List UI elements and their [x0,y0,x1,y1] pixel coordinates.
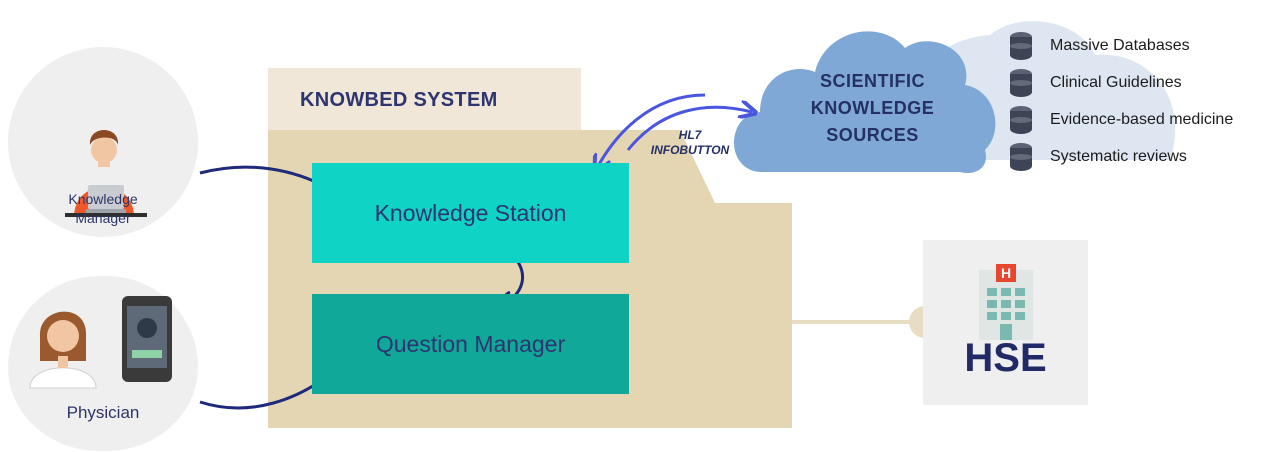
hl7-label-line1: HL7 [678,128,702,142]
hospital-badge: H [1001,265,1011,281]
source-label: Massive Databases [1050,36,1190,54]
list-item: Massive Databases [1008,27,1233,64]
arrow-sources-to-station [597,93,706,168]
smartphone-icon [122,296,172,382]
hl7-infobutton-label: HL7 INFOBUTTON [637,128,743,158]
user-laptop-icon [65,130,147,217]
doctor-icon [29,311,97,389]
system-title: KNOWBED SYSTEM [300,89,498,111]
knowledge-manager-label: Knowledge Manager [8,190,198,228]
sources-title-line1: SCIENTIFIC [819,71,925,91]
hospital-icon: H [979,264,1033,340]
sources-title-line3: SOURCES [826,125,919,145]
question-manager-box: Question Manager [312,294,629,394]
database-icon [1010,143,1032,171]
database-icon [1010,106,1032,134]
physician-avatar: Physician [8,276,198,451]
knowledge-station-box: Knowledge Station [312,163,629,263]
arrow-station-to-sources [626,107,752,151]
hl7-label-line2: INFOBUTTON [650,143,730,157]
hospital-label: HSE [964,336,1047,380]
list-item: Evidence-based medicine [1008,101,1233,138]
knowledge-manager-label-line2: Manager [75,210,131,226]
knowledge-manager-label-line1: Knowledge [68,191,138,207]
physician-label: Physician [66,403,140,422]
database-icon [1010,32,1032,60]
list-item: Clinical Guidelines [1008,64,1233,101]
hospital-box: H [923,240,1088,405]
list-item: Systematic reviews [1008,138,1233,175]
sources-list: Massive Databases Clinical Guidelines Ev… [1008,27,1233,175]
source-label: Clinical Guidelines [1050,73,1182,91]
knowledge-manager-avatar: Knowledge Manager [8,47,198,237]
source-label: Systematic reviews [1050,147,1187,165]
sources-title: SCIENTIFIC KNOWLEDGE SOURCES [800,68,945,149]
source-label: Evidence-based medicine [1050,110,1234,128]
cloud-shape [733,31,996,174]
sources-title-line2: KNOWLEDGE [810,98,935,118]
database-icon [1010,69,1032,97]
system-folder-tab [268,68,581,130]
